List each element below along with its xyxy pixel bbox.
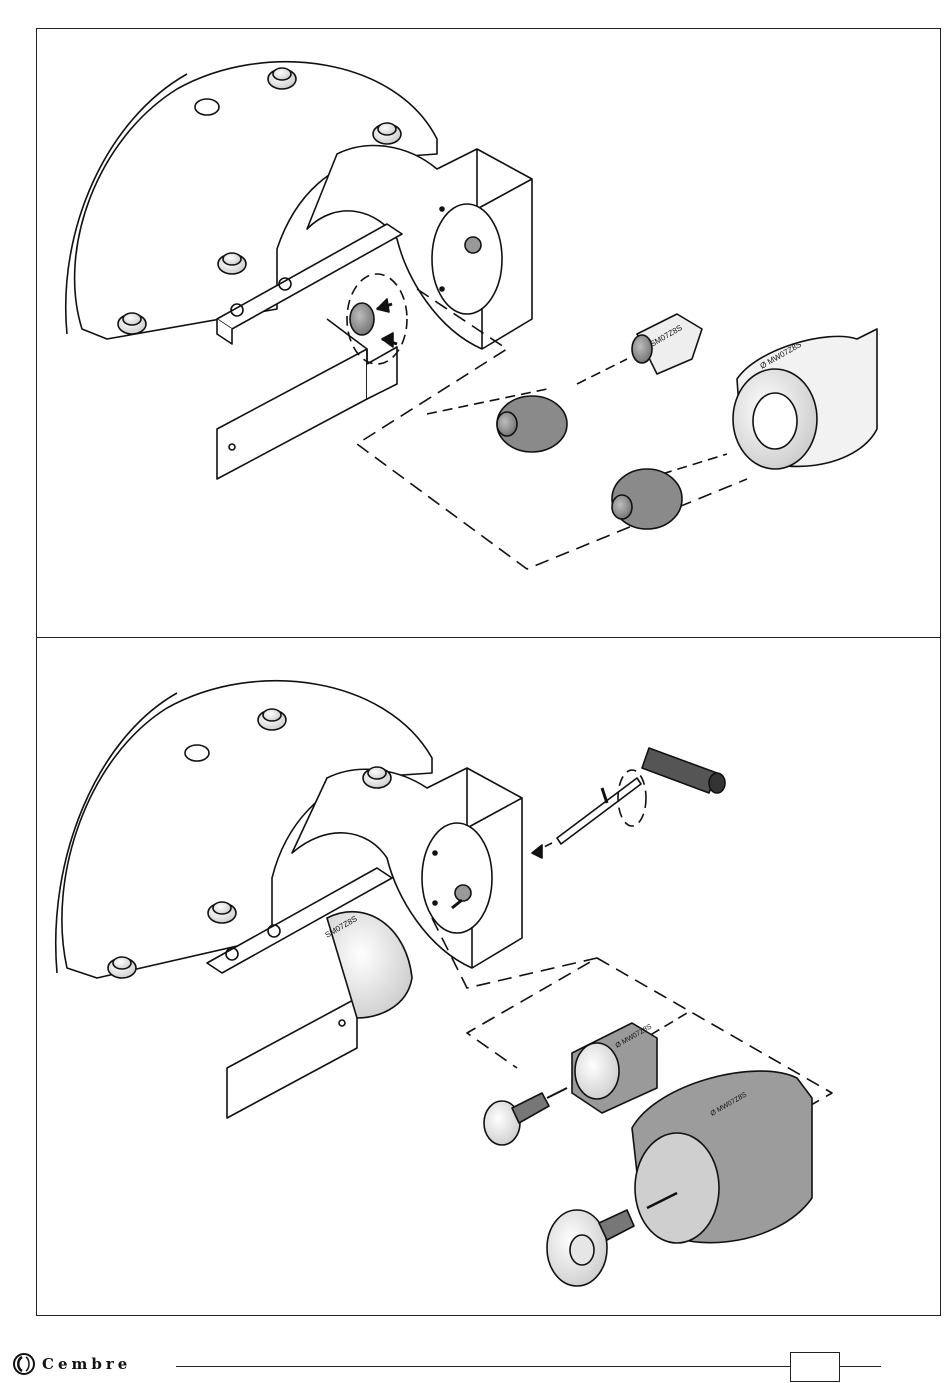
ram-cylinder: [217, 349, 367, 479]
ram-cylinder-2: [227, 998, 357, 1118]
screw-2: [373, 123, 401, 144]
pusher: [547, 1210, 634, 1286]
brand-logo: Cembre: [12, 1352, 131, 1376]
lower-assembly-drawing: SM07Z8S: [37, 638, 940, 1315]
figure-upper: SM07Z8S Ø MW07Z8S: [37, 29, 940, 636]
upper-assembly-drawing: SM07Z8S Ø MW07Z8S: [37, 29, 940, 636]
screw-4: [118, 313, 146, 334]
figure-lower: SM07Z8S: [37, 638, 940, 1315]
sleeve-small: [632, 314, 702, 374]
die-large-2: [632, 1071, 812, 1243]
cembre-logo-icon: [12, 1352, 36, 1376]
screw-8: [108, 957, 136, 978]
bolt: [484, 1093, 549, 1145]
screw-7: [208, 902, 236, 923]
brand-name: Cembre: [42, 1355, 131, 1373]
adapter-a: [497, 396, 567, 452]
hex-key: [557, 748, 725, 844]
screw-1: [268, 68, 296, 89]
sleeve-small-2: [572, 1023, 657, 1113]
screw-5: [258, 709, 286, 730]
adapter-b: [612, 469, 682, 529]
page-number-box: [790, 1352, 840, 1382]
page-footer: Cembre: [0, 1340, 950, 1380]
footer-rule: [176, 1366, 881, 1367]
die-large: [733, 329, 877, 469]
screw-3: [218, 253, 246, 274]
screw-6: [363, 767, 391, 788]
